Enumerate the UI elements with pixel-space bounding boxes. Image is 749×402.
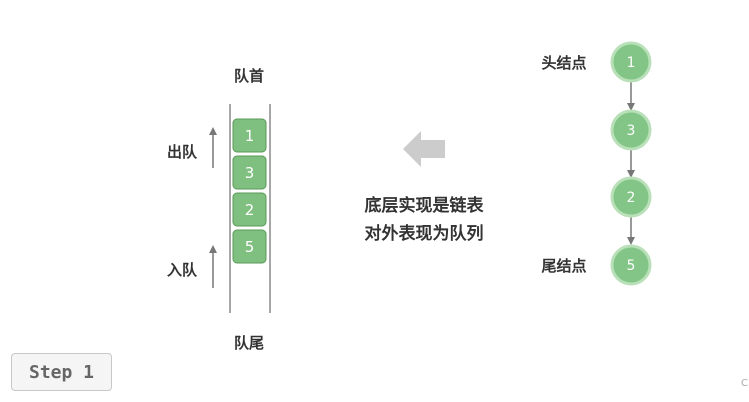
list-node-value: 1 (627, 55, 636, 71)
queue-cell-value: 3 (245, 164, 255, 182)
step-label: Step 1 (28, 361, 95, 383)
queue-cell: 1 (232, 118, 267, 153)
queue-cell: 3 (232, 155, 267, 190)
list-node: 5 (610, 244, 652, 286)
queue-cell: 5 (232, 229, 267, 264)
list-node-value: 5 (627, 258, 636, 274)
queue-head-label: 队首 (234, 67, 264, 85)
list-node: 3 (610, 109, 652, 151)
center-text-line2: 对外表现为队列 (365, 223, 484, 244)
up-arrow-icon (209, 127, 217, 168)
step-button[interactable]: Step 1 (11, 353, 112, 391)
list-link-arrow (627, 82, 635, 111)
list-node: 2 (610, 176, 652, 218)
list-link-arrow (627, 217, 635, 245)
left-arrow-icon (403, 131, 445, 167)
tail-node-label: 尾结点 (541, 257, 586, 275)
dequeue-label: 出队 (167, 143, 198, 161)
list-link-arrow (627, 150, 635, 178)
list-node: 1 (610, 41, 652, 83)
queue-cell-value: 1 (245, 127, 255, 145)
corner-mark: C (741, 378, 748, 389)
queue-cell-value: 2 (245, 201, 255, 219)
linked-list: 头结点 尾结点 1 3 (541, 41, 652, 286)
queue: 队首 1 3 2 5 队尾 出队 (167, 67, 271, 352)
queue-cell-value: 5 (245, 238, 255, 256)
list-node-value: 3 (627, 123, 636, 139)
queue-tail-label: 队尾 (234, 334, 264, 352)
queue-cell: 2 (232, 192, 267, 227)
list-node-value: 2 (627, 190, 636, 206)
up-arrow-icon (209, 245, 217, 288)
center-text-line1: 底层实现是链表 (365, 195, 485, 216)
enqueue-label: 入队 (167, 261, 198, 279)
head-node-label: 头结点 (541, 54, 586, 72)
